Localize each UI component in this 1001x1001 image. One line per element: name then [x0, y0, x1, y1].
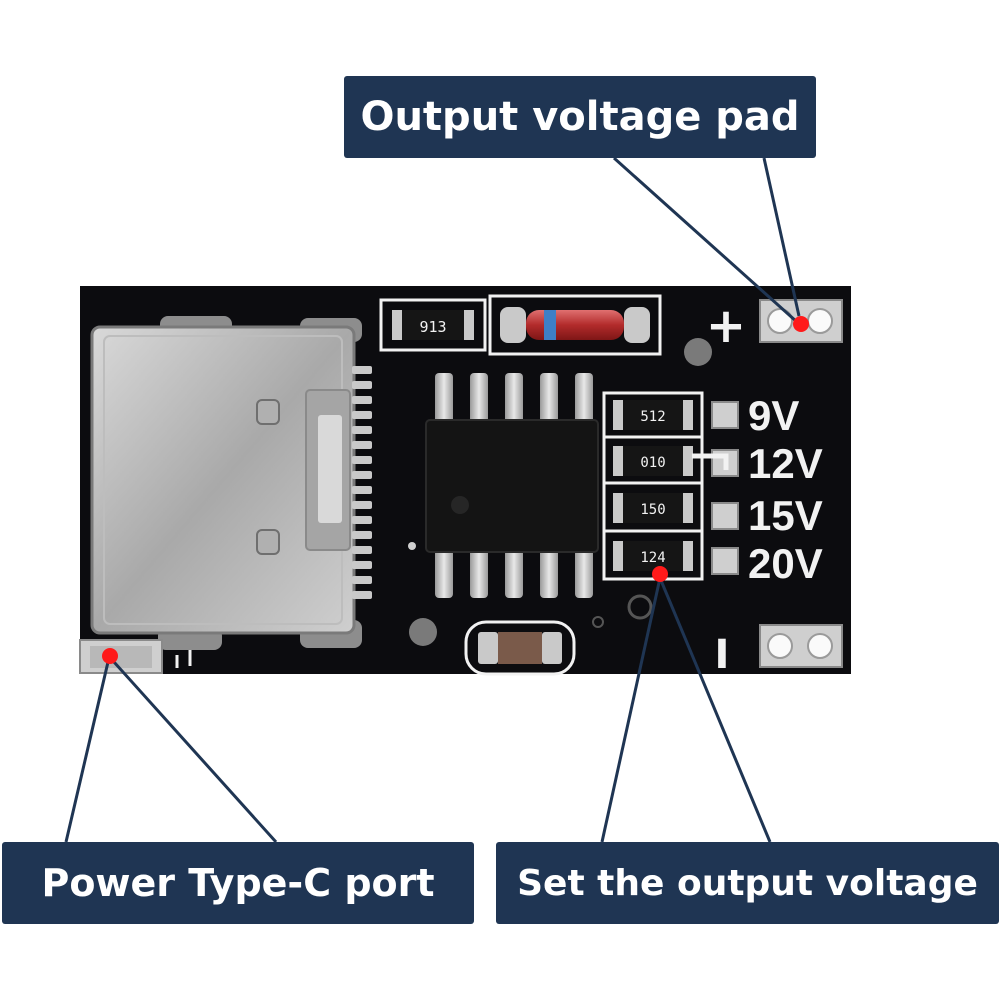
- output-voltage-pad: [759, 299, 843, 343]
- voltage-select-pads: [692, 401, 739, 575]
- resistor-code-010: 010: [640, 455, 665, 471]
- marker-output-pad: [793, 316, 809, 332]
- resistor-code-913: 913: [419, 318, 446, 336]
- callout-set-output-voltage-text: Set the output voltage: [517, 862, 978, 904]
- jumper-12v: [692, 453, 729, 470]
- silkscreen-marks: [175, 338, 712, 668]
- resistor-512: 512: [613, 400, 693, 430]
- pad-15v: [711, 502, 739, 530]
- usb-type-c-connector: [90, 316, 362, 650]
- resistor-124: 124: [613, 541, 693, 571]
- callout-set-output-voltage: Set the output voltage: [496, 842, 999, 924]
- diode: [488, 294, 662, 356]
- pad-20v: [711, 547, 739, 575]
- resistor-913: 913: [379, 298, 487, 352]
- voltage-label-15v: 15V: [748, 492, 823, 539]
- voltage-resistor-block: [602, 391, 704, 581]
- callout-output-voltage-pad-text: Output voltage pad: [360, 94, 800, 140]
- resistor-150: 150: [613, 493, 693, 523]
- ic-chip: [425, 373, 599, 598]
- resistor-code-124: 124: [640, 550, 665, 566]
- negative-label: I: [715, 632, 730, 678]
- typec-power-pad: [79, 639, 163, 674]
- callout-output-voltage-pad: Output voltage pad: [344, 76, 816, 158]
- ground-output-pad: [759, 624, 843, 668]
- resistor-code-150: 150: [640, 502, 665, 518]
- resistor-010: 010: [613, 446, 693, 476]
- highlight-markers: [102, 316, 809, 664]
- leader-lines: [64, 156, 801, 844]
- callout-power-type-c-port: Power Type-C port: [2, 842, 474, 924]
- voltage-label-9v: 9V: [748, 392, 799, 439]
- marker-set-voltage: [652, 566, 668, 582]
- callout-power-type-c-port-text: Power Type-C port: [41, 861, 435, 905]
- voltage-label-12v: 12V: [748, 440, 823, 487]
- voltage-label-20v: 20V: [748, 540, 823, 587]
- connector-pins: [352, 366, 372, 599]
- pad-9v: [711, 401, 739, 429]
- voltage-labels: 9V 12V 15V 20V: [748, 392, 823, 587]
- capacitor: [464, 620, 576, 676]
- positive-label: +: [706, 298, 746, 354]
- marker-typec: [102, 648, 118, 664]
- resistor-code-512: 512: [640, 409, 665, 425]
